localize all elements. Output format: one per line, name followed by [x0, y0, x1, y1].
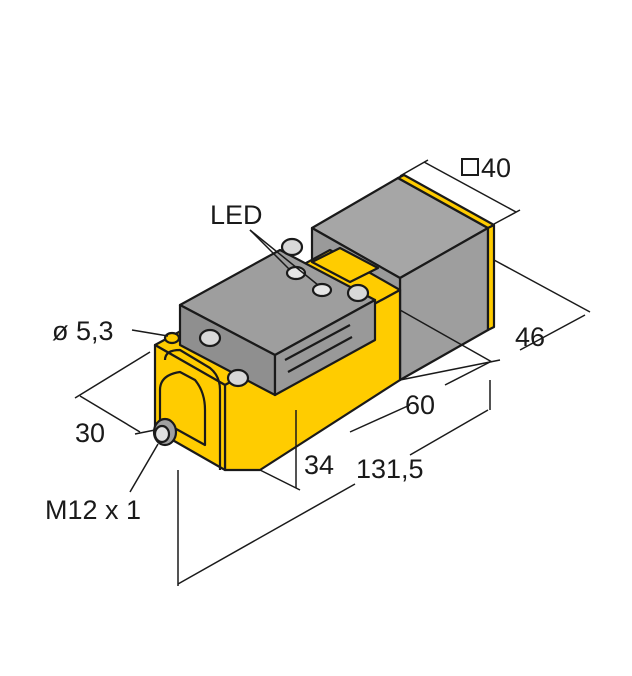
label-dim-30: 30: [75, 418, 105, 448]
label-square-40: 40: [481, 153, 511, 183]
led-hole: [311, 282, 333, 298]
label-connector: M12 x 1: [45, 495, 141, 525]
terminal-cover: [178, 248, 377, 397]
led-window: [310, 246, 380, 284]
mounting-hole: [163, 331, 181, 345]
m12-connector: [152, 370, 207, 447]
label-dim-131-5: 131,5: [356, 454, 424, 484]
label-led: LED: [210, 200, 263, 230]
dimension-lines: [74, 159, 591, 586]
label-hole-diameter: ø 5,3: [52, 316, 114, 346]
label-dim-34: 34: [304, 450, 334, 480]
label-dim-46: 46: [515, 322, 545, 352]
label-dim-60: 60: [405, 390, 435, 420]
screw-icon: [198, 237, 370, 388]
square-symbol-icon: [461, 158, 479, 176]
